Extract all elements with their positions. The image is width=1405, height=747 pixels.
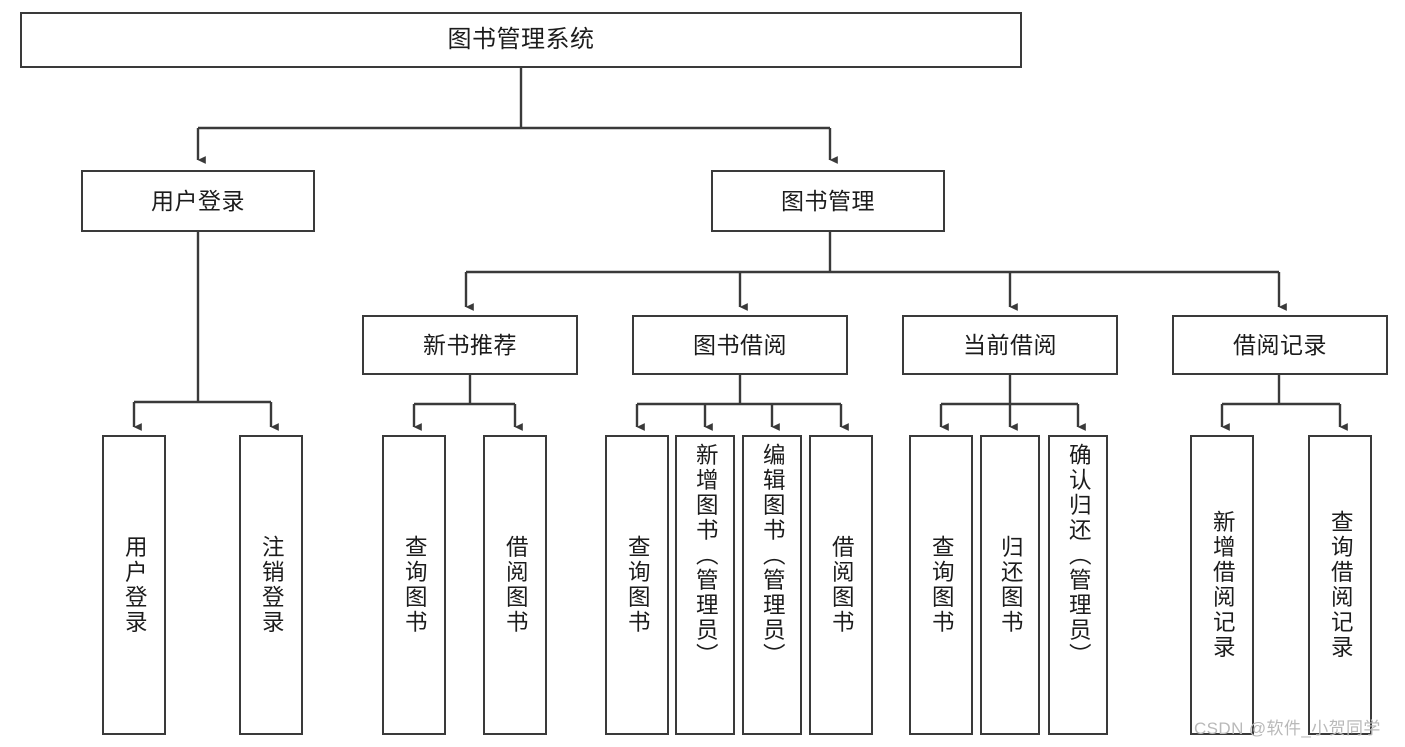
- node-label: 当前借阅: [963, 331, 1057, 358]
- leaf-new-book-query-book[interactable]: 查询图书: [382, 435, 446, 735]
- node-label: 新书推荐: [423, 331, 517, 358]
- node-label: 图书借阅: [693, 331, 787, 358]
- node-label: 用户登录: [122, 535, 148, 635]
- node-current-borrow[interactable]: 当前借阅: [902, 315, 1118, 375]
- watermark-text: CSDN @软件_小贺同学: [1194, 719, 1381, 738]
- node-label: 用户登录: [151, 187, 245, 214]
- node-label: 借阅图书: [503, 535, 529, 635]
- node-new-book-recommend[interactable]: 新书推荐: [362, 315, 578, 375]
- node-label: 归还图书: [998, 535, 1024, 635]
- node-label: 注销登录: [259, 535, 285, 635]
- node-label: 图书管理系统: [447, 26, 595, 54]
- leaf-borrow-record-add-record[interactable]: 新增借阅记录: [1190, 435, 1254, 735]
- node-label: 新增图书（管理员）: [693, 443, 719, 668]
- node-label: 编辑图书（管理员）: [760, 443, 786, 668]
- node-label: 查询图书: [625, 535, 651, 635]
- leaf-book-borrow-query-book[interactable]: 查询图书: [605, 435, 669, 735]
- node-label: 查询图书: [929, 535, 955, 635]
- leaf-book-borrow-borrow-book[interactable]: 借阅图书: [809, 435, 873, 735]
- leaf-book-borrow-edit-book-admin[interactable]: 编辑图书（管理员）: [742, 435, 802, 735]
- leaf-book-borrow-add-book-admin[interactable]: 新增图书（管理员）: [675, 435, 735, 735]
- node-label: 新增借阅记录: [1210, 510, 1236, 660]
- leaf-current-borrow-confirm-return-admin[interactable]: 确认归还（管理员）: [1048, 435, 1108, 735]
- node-label: 借阅记录: [1233, 331, 1327, 358]
- leaf-user-login-logout[interactable]: 注销登录: [239, 435, 303, 735]
- node-borrow-record[interactable]: 借阅记录: [1172, 315, 1388, 375]
- leaf-current-borrow-return-book[interactable]: 归还图书: [980, 435, 1040, 735]
- node-label: 借阅图书: [829, 535, 855, 635]
- node-user-login[interactable]: 用户登录: [81, 170, 315, 232]
- leaf-new-book-borrow-book[interactable]: 借阅图书: [483, 435, 547, 735]
- node-label: 查询图书: [402, 535, 428, 635]
- node-book-borrow[interactable]: 图书借阅: [632, 315, 848, 375]
- node-book-management[interactable]: 图书管理: [711, 170, 945, 232]
- node-label: 图书管理: [781, 187, 875, 214]
- node-label: 确认归还（管理员）: [1066, 443, 1092, 668]
- node-root-book-management-system[interactable]: 图书管理系统: [20, 12, 1022, 68]
- node-label: 查询借阅记录: [1328, 510, 1354, 660]
- leaf-user-login-login[interactable]: 用户登录: [102, 435, 166, 735]
- leaf-current-borrow-query-book[interactable]: 查询图书: [909, 435, 973, 735]
- leaf-borrow-record-query-record[interactable]: 查询借阅记录: [1308, 435, 1372, 735]
